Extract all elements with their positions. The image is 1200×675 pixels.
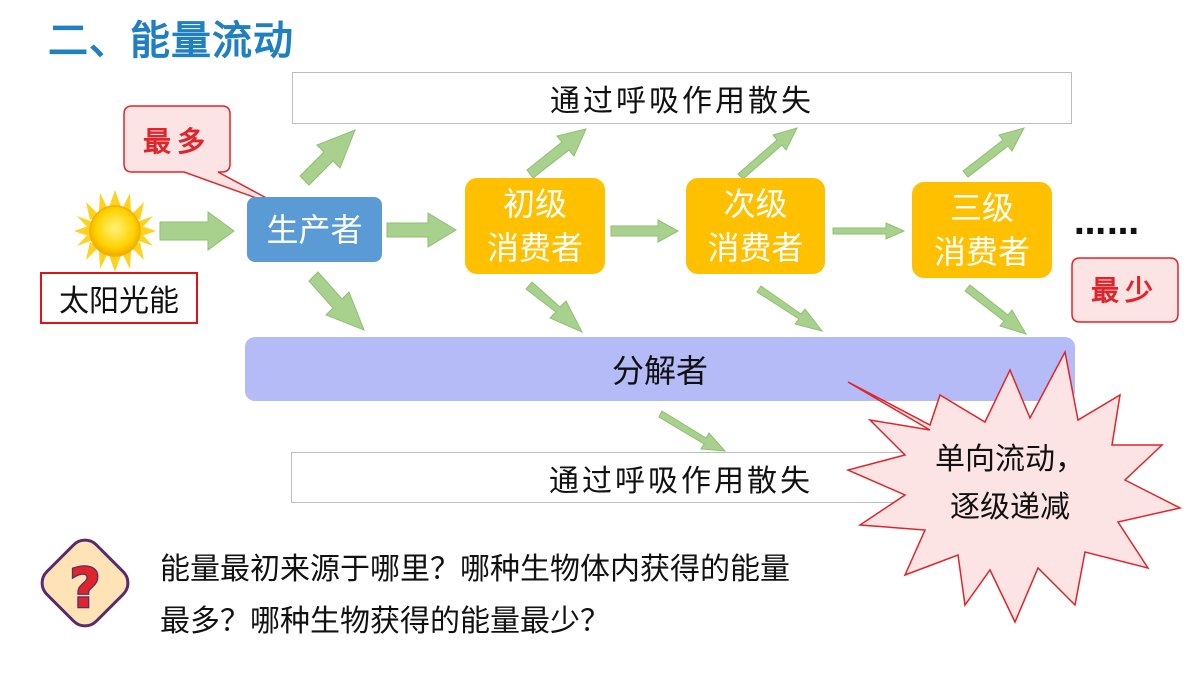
decomposer-node: 分解者 [245,337,1075,401]
consumer-level-label: 三级 [949,189,1014,227]
arrow-c3-decomposer [964,284,1028,335]
arrow-producer-respiration [299,129,356,186]
question-icon: ? [40,538,130,628]
consumer-level-label: 初级 [502,185,567,223]
svg-text:?: ? [69,557,100,620]
callout-least-text: 最少 [1090,274,1159,307]
consumer-label: 消费者 [486,229,583,267]
tertiary-consumer-node: 三级消费者 [912,182,1052,278]
starburst-line2: 逐级递减 [950,490,1070,525]
callout-most-bubble [123,105,288,210]
sun-icon [74,190,156,272]
arrow-decomposer-respiration [658,410,727,452]
arrow-c2-respiration [737,127,798,180]
continuation-ellipsis: …… [1074,204,1140,242]
question-line1: 能量最初来源于哪里？哪种生物体内获得的能量 [160,552,790,587]
callout-most-text: 最多 [142,125,211,158]
arrow-c1-decomposer [525,281,584,334]
arrow-c3-respiration [962,127,1025,178]
arrow-c2-decomposer [756,285,824,332]
page-title: 二、能量流动 [48,18,294,64]
consumer-label: 消费者 [707,229,804,267]
arrow-c1-respiration [526,128,587,179]
arrow-c2-c3 [832,222,906,240]
question-line2: 最多？哪种生物获得的能量最少？ [160,604,610,639]
consumer-label: 消费者 [933,233,1030,271]
starburst-text: 单向流动， 逐级递减 [900,436,1120,532]
arrow-c1-c2 [610,219,680,243]
primary-consumer-node: 初级消费者 [465,178,605,274]
secondary-consumer-node: 次级消费者 [686,178,825,274]
sun-energy-label: 太阳光能 [40,272,198,324]
producer-node: 生产者 [247,197,382,262]
arrow-producer-c1 [386,212,457,248]
arrow-sun-producer [159,211,235,251]
starburst-line1: 单向流动， [935,442,1085,477]
consumer-level-label: 次级 [723,185,788,223]
arrow-producer-decomposer [308,271,365,331]
respiration-loss-label-top: 通过呼吸作用散失 [292,72,1072,124]
question-text: 能量最初来源于哪里？哪种生物体内获得的能量 最多？哪种生物获得的能量最少？ [160,544,920,648]
callout-least-bubble [1071,257,1179,323]
